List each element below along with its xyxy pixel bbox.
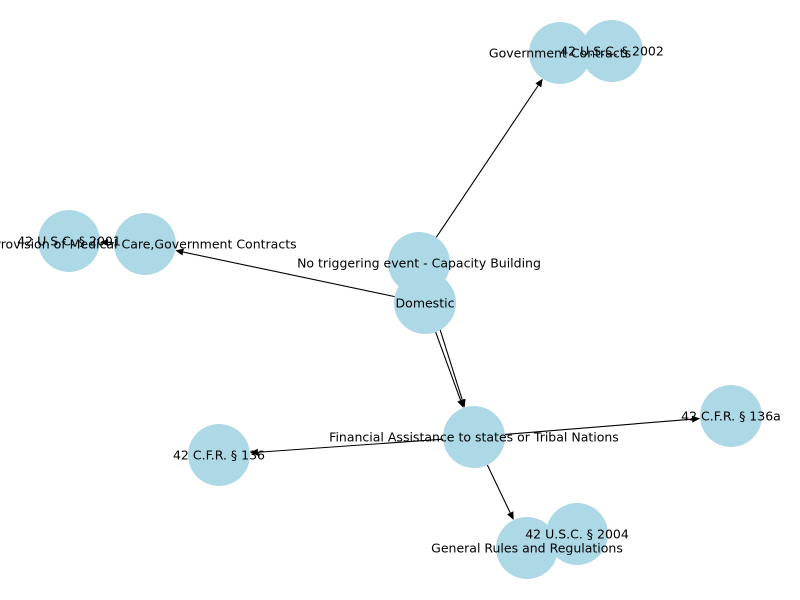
edge-capacity-to-gov_contracts [435, 78, 543, 238]
edge-domestic-to-financial [435, 331, 464, 408]
node-label-cfr136: 42 C.F.R. § 136 [173, 448, 265, 463]
node-cfr136a[interactable] [700, 385, 762, 447]
node-circle [114, 213, 176, 275]
arrowhead-icon [691, 415, 701, 423]
node-label-cfr136a: 42 C.F.R. § 136a [681, 409, 781, 424]
arrowhead-icon [249, 448, 259, 456]
edge-financial-to-cfr136a [504, 415, 701, 436]
node-circle [388, 232, 450, 294]
node-circle [496, 517, 558, 579]
node-general_rules[interactable] [496, 517, 558, 579]
node-label-gov_contracts: Government Contracts [489, 46, 631, 61]
node-label-capacity: No triggering event - Capacity Building [297, 256, 541, 271]
node-cfr136[interactable] [188, 424, 250, 486]
arrowhead-icon [507, 511, 514, 521]
edge-domestic-to-provision [175, 248, 395, 298]
node-label-provision: Provision of Medical Care,Government Con… [0, 237, 297, 252]
node-label-domestic: Domestic [396, 296, 455, 311]
node-usc2004[interactable] [546, 503, 608, 565]
node-circle [188, 424, 250, 486]
edge-line [435, 85, 539, 238]
edge-provision-to-usc2001 [99, 239, 115, 247]
edge-line [486, 464, 511, 514]
node-label-usc2001: 42 U.S.C. § 2001 [17, 234, 121, 249]
node-circle [443, 406, 505, 468]
arrowhead-icon [535, 78, 543, 88]
edge-line [257, 438, 444, 453]
node-label-financial: Financial Assistance to states or Tribal… [329, 430, 619, 445]
arrowhead-icon [458, 398, 466, 408]
node-circle [546, 503, 608, 565]
edge-financial-to-general_rules [486, 464, 514, 521]
node-capacity[interactable] [388, 232, 450, 294]
node-label-general_rules: General Rules and Regulations [431, 541, 623, 556]
node-label-usc2002: 42 U.S.C. § 2002 [560, 44, 664, 59]
edge-financial-to-cfr136 [249, 438, 444, 456]
edge-line [435, 331, 462, 401]
node-financial[interactable] [443, 406, 505, 468]
node-usc2001[interactable] [38, 210, 100, 272]
node-label-usc2004: 42 U.S.C. § 2004 [525, 527, 629, 542]
node-provision[interactable] [114, 213, 176, 275]
node-usc2002[interactable] [581, 20, 643, 82]
arrowhead-icon [175, 248, 184, 256]
labels-layer: Domestic No triggering event - Capacity B… [0, 44, 781, 556]
edge-line [504, 418, 693, 436]
arrowhead-icon [99, 239, 109, 247]
node-circle [38, 210, 100, 272]
edge-line [183, 251, 395, 298]
nodes-layer [38, 20, 762, 579]
edges-layer [99, 78, 701, 521]
node-gov_contracts[interactable] [529, 22, 591, 84]
node-circle [581, 20, 643, 82]
node-circle [700, 385, 762, 447]
node-circle [529, 22, 591, 84]
